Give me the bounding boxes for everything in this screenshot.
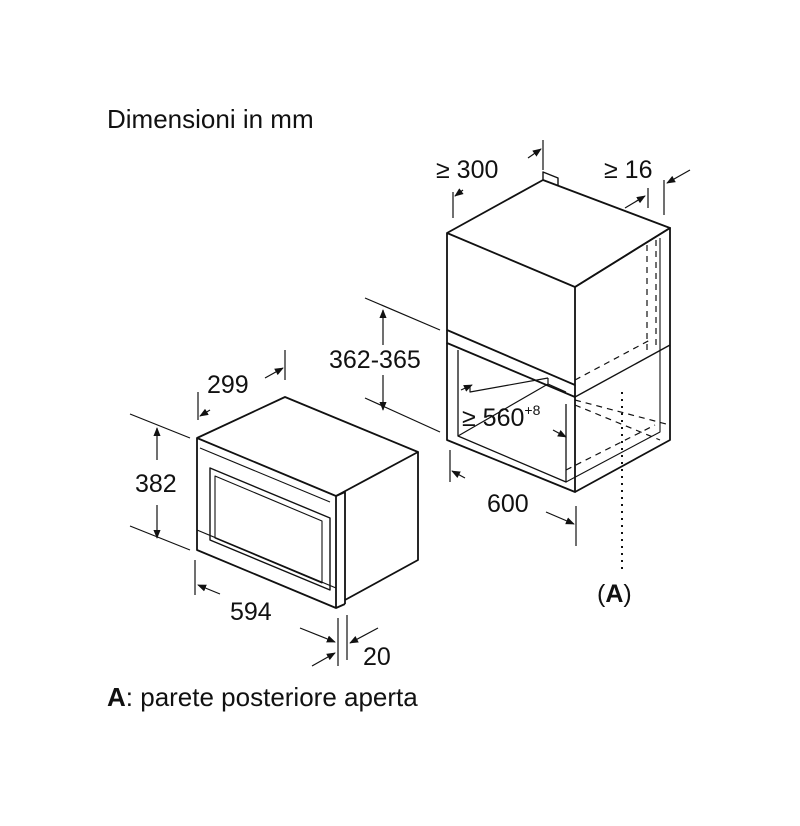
dim-appliance-width: 594 <box>230 598 272 626</box>
cabinet-hidden-lines <box>565 240 671 471</box>
legend-text: : parete posteriore aperta <box>126 682 418 712</box>
callout-letter: A <box>605 580 623 608</box>
cabinet-drawing <box>446 171 671 493</box>
diagram-title: Dimensioni in mm <box>107 104 314 134</box>
legend-letter: A <box>107 682 126 712</box>
dim-front-thickness: 20 <box>363 643 391 671</box>
callout-open: ( <box>597 580 606 608</box>
dim-niche-depth: ≥ 560+8 <box>462 402 541 432</box>
dim-niche-height: 362-365 <box>329 346 421 374</box>
dim-niche-depth-tolerance: +8 <box>524 402 540 418</box>
dimension-lines <box>129 140 691 667</box>
callout-close: ) <box>623 580 631 608</box>
dim-gap-min: ≥ 16 <box>604 156 652 184</box>
legend: A: parete posteriore aperta <box>107 682 418 712</box>
callout-a: (A) <box>597 580 632 608</box>
dim-depth-min: ≥ 300 <box>436 156 498 184</box>
dim-appliance-height: 382 <box>135 470 177 498</box>
appliance-drawing <box>196 396 419 609</box>
dim-appliance-depth: 299 <box>207 371 249 399</box>
dim-niche-width: 600 <box>487 490 529 518</box>
dim-niche-depth-value: ≥ 560 <box>462 404 524 432</box>
